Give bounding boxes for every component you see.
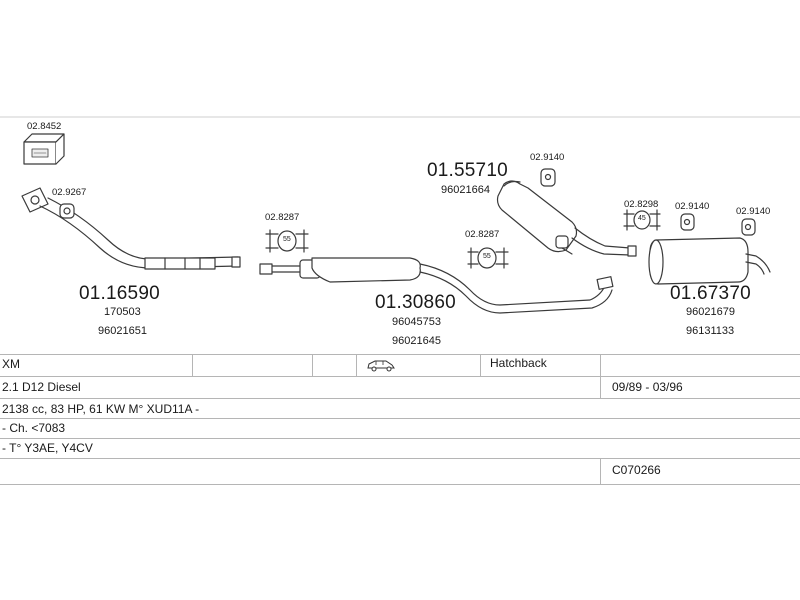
clamp-2-number: 02.8287	[465, 229, 500, 240]
body-type: Hatchback	[490, 356, 547, 370]
rear-silencer-shape	[648, 237, 771, 285]
middle-silencer-number: 01.30860	[375, 292, 456, 313]
clamp-1-icon	[265, 229, 309, 253]
front-pipe-number: 01.16590	[79, 283, 160, 304]
kit-box-number: 02.8452	[27, 121, 62, 132]
production-period: 09/89 - 03/96	[612, 380, 683, 394]
rubber-1-number: 02.9140	[530, 152, 565, 163]
front-pipe-ref2: 96021651	[98, 325, 147, 337]
rubber-3-icon	[741, 218, 756, 236]
rear-silencer-ref2: 96131133	[686, 325, 735, 337]
middle-silencer-ref1: 96045753	[392, 316, 441, 328]
rubber-3-number: 02.9140	[736, 206, 771, 217]
kit-box-icon	[23, 133, 65, 165]
middle-silencer-shape	[259, 257, 614, 314]
engine-detail: 2138 cc, 83 HP, 61 KW M° XUD11A -	[2, 402, 200, 416]
center-silencer-ref1: 96021664	[441, 184, 490, 196]
rubber-1-icon	[540, 168, 556, 187]
engine: 2.1 D12 Diesel	[2, 380, 81, 394]
rear-silencer-number: 01.67370	[670, 283, 751, 304]
front-pipe-ref1: 170503	[104, 306, 141, 318]
middle-silencer-ref2: 96021645	[392, 335, 441, 347]
center-silencer-shape	[496, 180, 637, 257]
rubber-2-icon	[680, 213, 695, 231]
chassis: - Ch. <7083	[2, 421, 66, 435]
hatchback-car-icon	[367, 360, 395, 372]
gasket-front-number: 02.9267	[52, 187, 87, 198]
front-pipe-shape	[21, 187, 241, 270]
clamp-2-icon	[467, 247, 509, 269]
clamp-3-size: 45	[638, 215, 646, 222]
catalog-code: C070266	[612, 463, 661, 477]
rear-silencer-ref1: 96021679	[686, 306, 735, 318]
clamp-2-size: 55	[483, 253, 491, 260]
rubber-2-number: 02.9140	[675, 201, 710, 212]
type-codes: - T° Y3AE, Y4CV	[2, 441, 93, 455]
gasket-icon	[59, 203, 75, 219]
vehicle-model: XM	[2, 357, 20, 371]
center-silencer-number: 01.55710	[427, 160, 508, 181]
clamp-1-size: 55	[283, 236, 291, 243]
clamp-1-number: 02.8287	[265, 212, 300, 223]
clamp-3-number: 02.8298	[624, 199, 659, 210]
clamp-3-icon	[623, 209, 661, 231]
